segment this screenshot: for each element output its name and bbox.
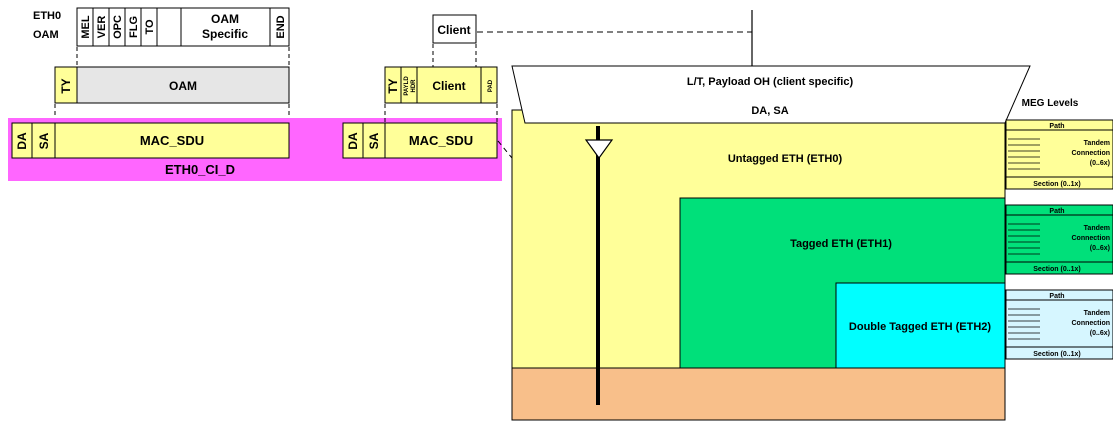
mac-sdu-label: MAC_SDU: [140, 133, 204, 148]
path-label: Path: [1049, 293, 1064, 300]
field-flg: FLG: [128, 16, 140, 38]
path-label: Path: [1049, 208, 1064, 215]
sa-label: SA: [37, 132, 51, 149]
layer-stack: L/T, Payload OH (client specific) DA, SA…: [511, 65, 1031, 421]
client-cell: [416, 66, 482, 104]
client-label: Client: [432, 79, 465, 93]
eth0-oam-header: ETH0 OAM MEL VER OPC FLG TO OAM Specific…: [33, 7, 290, 47]
payload-oh-trapezoid: [511, 65, 1031, 124]
client-top-box: [432, 14, 477, 44]
field-opc: OPC: [112, 15, 124, 39]
tandem-label: Tandem: [1084, 140, 1110, 147]
mac-sdu-cell: [54, 122, 290, 159]
oam-specific-line1: OAM: [211, 12, 239, 26]
field-mel: MEL: [80, 15, 92, 39]
client-top-label: Client: [437, 23, 470, 37]
tandem-label: Tandem: [1084, 225, 1110, 232]
eth0-label: ETH0: [33, 10, 61, 22]
field-end: END: [275, 15, 287, 38]
hdr-label: HDR: [411, 79, 417, 93]
pad-cell: [480, 66, 498, 104]
path-label: Path: [1049, 123, 1064, 130]
oam-frame: TY OAM: [54, 66, 290, 104]
meg-levels-title: MEG Levels: [1022, 98, 1079, 109]
tandem-label: Tandem: [1084, 310, 1110, 317]
eth0-label: Untagged ETH (ETH0): [728, 153, 843, 165]
pad-label: PAD: [488, 79, 494, 92]
mac-frame-middle: DA SA MAC_SDU: [342, 122, 498, 159]
mac-sdu-cell: [384, 122, 498, 159]
oam-specific-line2: Specific: [202, 27, 248, 41]
oam-label-text: OAM: [169, 79, 197, 93]
oam-ty-label: TY: [59, 78, 73, 93]
section-label: Section (0..1x): [1033, 351, 1080, 358]
payload-oh-label: L/T, Payload OH (client specific): [687, 76, 854, 88]
client-ty-label: TY: [386, 78, 400, 93]
mac-frame-left: DA SA MAC_SDU: [11, 122, 290, 159]
section-label: Section (0..1x): [1033, 266, 1080, 273]
range-label: (0..6x): [1090, 160, 1110, 167]
connection-label: Connection: [1072, 320, 1111, 327]
sa-label: SA: [367, 132, 381, 149]
eth2-layer: [835, 282, 1006, 369]
connection-label: Connection: [1072, 235, 1111, 242]
mac-sdu-label: MAC_SDU: [409, 133, 473, 148]
meg-group-eth2: Path Tandem Connection (0..6x) Section (…: [1005, 289, 1113, 360]
da-label: DA: [346, 132, 360, 150]
eth0-ci-d-caption: ETH0_CI_D: [165, 162, 235, 177]
field-ver: VER: [96, 16, 108, 39]
physical-layer: [511, 367, 1006, 421]
oam-header-box: [76, 7, 290, 47]
oam-cell: [76, 66, 290, 104]
section-label: Section (0..1x): [1033, 181, 1080, 188]
meg-group-eth1: Path Tandem Connection (0..6x) Section (…: [1005, 204, 1113, 275]
access-point-triangle: [584, 139, 614, 160]
field-to: TO: [144, 19, 156, 35]
oam-label: OAM: [33, 29, 59, 41]
da-sa-label: DA, SA: [751, 105, 788, 117]
range-label: (0..6x): [1090, 330, 1110, 337]
range-label: (0..6x): [1090, 245, 1110, 252]
connection-label: Connection: [1072, 150, 1111, 157]
eth1-label: Tagged ETH (ETH1): [790, 238, 892, 250]
payld-label: PAYLD: [404, 76, 410, 96]
da-label: DA: [15, 132, 29, 150]
eth2-label: Double Tagged ETH (ETH2): [849, 321, 992, 333]
client-payload-frame: TY PAYLD HDR Client PAD: [384, 66, 498, 104]
meg-group-eth0: Path Tandem Connection (0..6x) Section (…: [1005, 119, 1113, 190]
